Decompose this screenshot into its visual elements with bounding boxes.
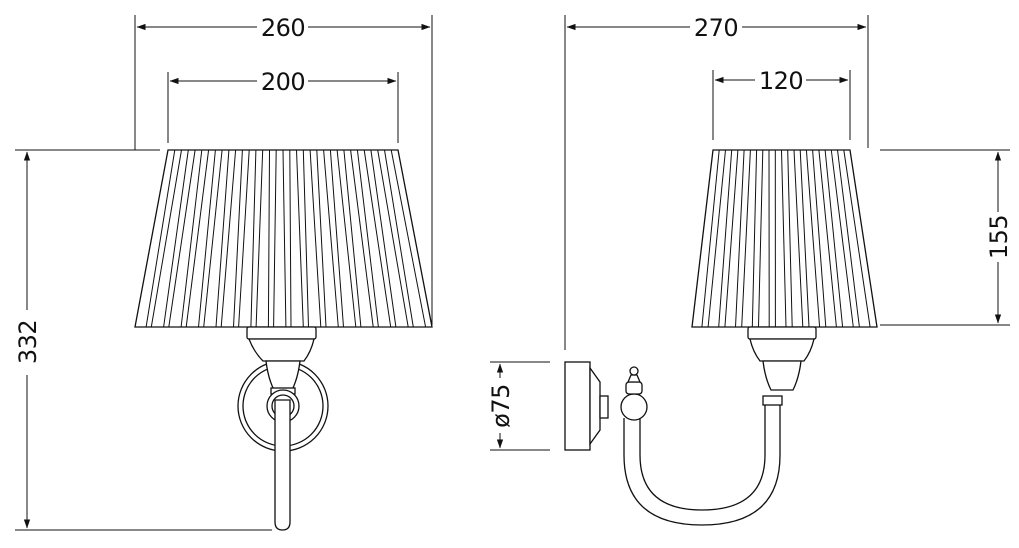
shade-pleat-line [163,149,189,328]
shade-pleat-line [198,149,216,328]
shade-pleat-line [309,149,322,328]
side-backplate [564,361,609,451]
dimension-label-155: 155 [985,215,1013,259]
shade-pleat-line [302,149,309,328]
shade-pleat-line [751,149,758,328]
dimension-label-260: 260 [261,14,305,42]
dimension-label-270: 270 [694,14,738,42]
shade-pleat-line [203,149,223,328]
side-view: 270 120 155 ø75 [487,14,1013,526]
shade-pleat-line [390,149,427,328]
shade-pleat-line [787,149,793,328]
side-curved-arm [623,395,783,526]
dimension-label-332: 332 [14,320,42,364]
shade-pleat-line [818,149,837,328]
shade-pleat-line [758,149,764,328]
shade-pleat-line [250,149,257,328]
dimension-label-200: 200 [261,68,305,96]
shade-pleat-line [793,149,804,328]
dimension-front-total-width: 260 [134,14,433,325]
shade-pleat-line [350,149,374,328]
shade-pleat-line [238,149,250,328]
shade-pleat-line [336,149,357,328]
shade-pleat-line [377,149,409,328]
shade-pleat-line [323,149,339,328]
shade-pleat-line [289,149,292,328]
shade-pleat-line [316,149,327,328]
front-arm [274,399,291,531]
dimension-front-total-height: 332 [14,149,272,531]
shade-pleat-line [799,149,810,328]
shade-pleat-line [185,149,210,328]
dimension-side-total-depth: 270 [564,14,869,350]
side-finial [620,366,648,421]
shade-pleat-line [343,149,362,328]
shade-pleat-line [215,149,230,328]
shade-pleat-line [384,149,414,328]
shade-pleat-line [220,149,237,328]
shade-pleat-line [824,149,844,328]
side-lamp-holder [747,326,817,391]
front-lamp-holder [246,326,317,395]
dimension-label-75: ø75 [487,384,515,428]
shade-pleat-line [233,149,243,328]
shade-pleat-line [273,149,277,328]
shade-pleat-line [370,149,397,328]
shade-pleat-line [741,149,751,328]
shade-pleat-line [150,149,182,328]
shade-pleat-line [168,149,196,328]
shade-pleat-line [180,149,203,328]
shade-pleat-line [735,149,745,328]
shade-pleat-line [701,149,720,328]
front-view: 260 200 332 [14,14,433,531]
dimension-backplate-diameter: ø75 [487,361,550,451]
shade-pleat-line [837,149,860,328]
shade-pleat-line [812,149,827,328]
shade-pleat-line [718,149,733,328]
shade-pleat-line [329,149,344,328]
dimension-side-shade-top-width: 120 [712,67,851,140]
front-lampshade [134,149,433,328]
shade-pleat-line [805,149,821,328]
shade-pleat-line [707,149,726,328]
shade-pleat-line [724,149,739,328]
shade-pleat-line [356,149,379,328]
dimension-label-120: 120 [759,67,803,95]
shade-pleat-line [255,149,264,328]
shade-pleat-line [267,149,270,328]
shade-pleat-line [781,149,787,328]
shade-pleat-line [282,149,287,328]
shade-pleat-line [843,149,871,328]
dimension-front-shade-top-width: 200 [167,68,399,143]
side-lampshade [691,149,878,328]
dimension-side-shade-height: 155 [880,149,1013,326]
shade-pleat-line [145,149,176,328]
shade-pleat-line [363,149,392,328]
shade-pleat-line [830,149,854,328]
shade-pleat-line [296,149,304,328]
